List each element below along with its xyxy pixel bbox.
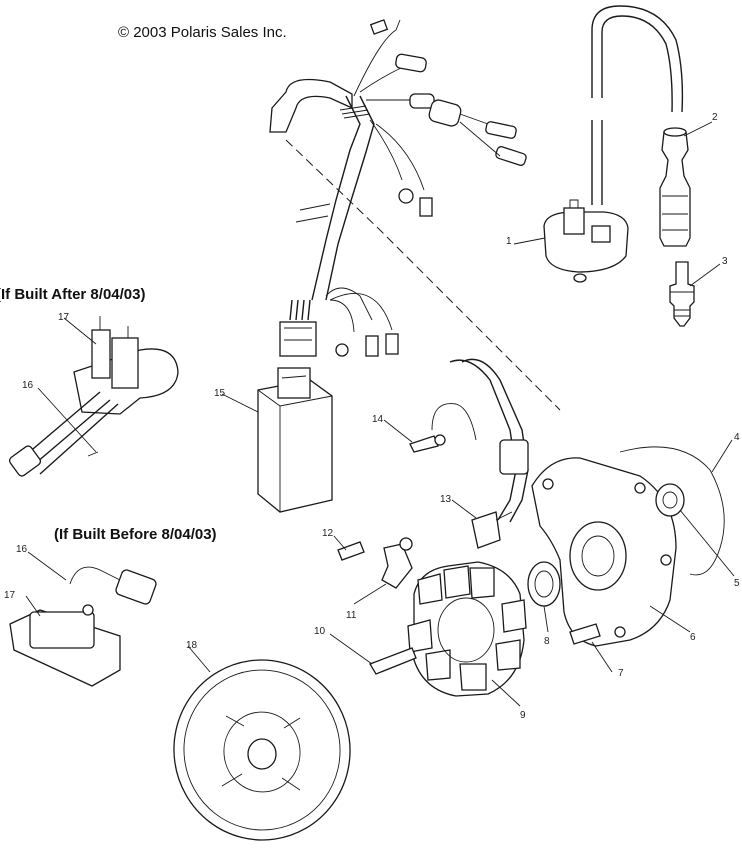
housing-seal bbox=[655, 483, 685, 517]
callout-2: 2 bbox=[712, 112, 718, 123]
callout-10: 10 bbox=[314, 626, 326, 637]
housing-screw bbox=[569, 623, 601, 645]
oil-seal bbox=[527, 561, 561, 607]
stator-lead bbox=[449, 358, 529, 523]
callout-17-after: 17 bbox=[58, 312, 70, 323]
callout-13: 13 bbox=[440, 494, 452, 505]
spark-plug-wire bbox=[591, 5, 684, 205]
callout-12: 12 bbox=[322, 528, 334, 539]
callout-4: 4 bbox=[734, 432, 740, 443]
stator bbox=[407, 561, 527, 697]
callout-8: 8 bbox=[544, 636, 550, 647]
cdi-box bbox=[257, 367, 333, 513]
spark-plug bbox=[669, 261, 695, 327]
coil-assembly-before bbox=[9, 566, 157, 687]
callout-17-before: 17 bbox=[4, 590, 16, 601]
ignition-coil bbox=[543, 199, 629, 283]
alignment-line bbox=[285, 139, 561, 411]
harness-connectors bbox=[279, 287, 399, 357]
stator-screw bbox=[369, 647, 417, 675]
callout-16-before: 16 bbox=[16, 544, 28, 555]
callout-18: 18 bbox=[186, 640, 198, 651]
variant-before-heading: (If Built Before 8/04/03) bbox=[54, 526, 217, 543]
o-ring bbox=[619, 446, 725, 576]
wiring-harness bbox=[269, 19, 527, 301]
callout-7: 7 bbox=[618, 668, 624, 679]
bracket bbox=[337, 537, 413, 589]
callout-6: 6 bbox=[690, 632, 696, 643]
callout-16-after: 16 bbox=[22, 380, 34, 391]
magneto-housing bbox=[531, 457, 677, 647]
coil-assembly-after bbox=[8, 316, 179, 477]
callout-14: 14 bbox=[372, 414, 384, 425]
leader-lines bbox=[25, 121, 735, 707]
pickup-sensor bbox=[471, 511, 513, 549]
copyright-notice: © 2003 Polaris Sales Inc. bbox=[118, 24, 287, 41]
callout-11: 11 bbox=[346, 610, 357, 621]
callout-15: 15 bbox=[214, 388, 226, 399]
ground-screw bbox=[409, 403, 477, 453]
spark-plug-boot bbox=[659, 127, 691, 247]
callout-5: 5 bbox=[734, 578, 740, 589]
variant-after-heading: (If Built After 8/04/03) bbox=[0, 286, 146, 303]
callout-9: 9 bbox=[520, 710, 526, 721]
flywheel bbox=[173, 659, 351, 841]
callout-3: 3 bbox=[722, 256, 728, 267]
callout-1: 1 bbox=[506, 236, 512, 247]
